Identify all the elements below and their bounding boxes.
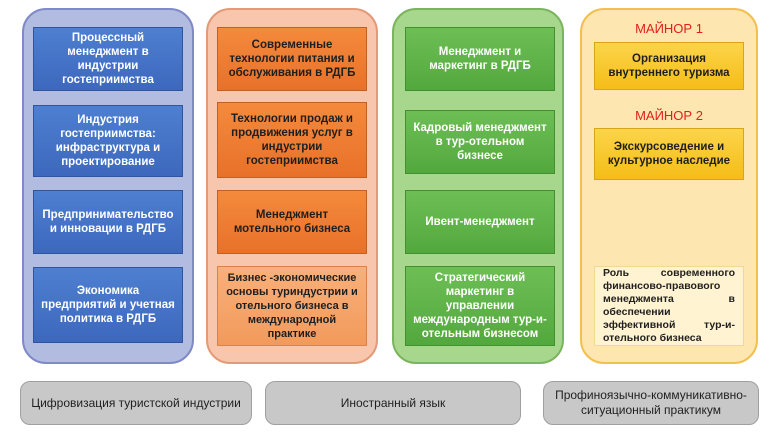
minor-1-title: МАЙНОР 1 — [635, 21, 703, 36]
course-box: Индустрия гостеприимства: инфраструктура… — [33, 105, 183, 177]
course-box: Предпринимательство и инновации в РДГБ — [33, 190, 183, 254]
course-box: Бизнес -экономические основы туриндустри… — [217, 266, 367, 346]
course-box: Стратегический маркетинг в управлении ме… — [405, 266, 555, 346]
column-2-panel: Современные технологии питания и обслужи… — [206, 8, 378, 364]
course-box: Современные технологии питания и обслужи… — [217, 27, 367, 91]
minor-1-course-box: Организация внутреннего туризма — [594, 42, 744, 90]
course-box: Технологии продаж и продвижения услуг в … — [217, 102, 367, 178]
bottom-course-pill: Цифровизация туристской индустрии — [20, 381, 252, 425]
course-box: Экономика предприятий и учетная политика… — [33, 267, 183, 343]
minor-2-course-box: Экскурсоведение и культурное наследие — [594, 128, 744, 180]
column-4-panel: МАЙНОР 1 Организация внутреннего туризма… — [580, 8, 758, 364]
minor-2-title: МАЙНОР 2 — [635, 108, 703, 123]
course-box: Процессный менеджмент в индустрии гостеп… — [33, 27, 183, 91]
note-box: Роль современного финансово-правового ме… — [594, 266, 744, 346]
column-1-panel: Процессный менеджмент в индустрии гостеп… — [22, 8, 194, 364]
course-box: Менеджмент и маркетинг в РДГБ — [405, 27, 555, 91]
course-box: Кадровый менеджмент в тур-отельном бизне… — [405, 110, 555, 174]
bottom-course-pill: Иностранный язык — [265, 381, 521, 425]
course-box: Ивент-менеджмент — [405, 190, 555, 254]
column-3-panel: Менеджмент и маркетинг в РДГБ Кадровый м… — [392, 8, 564, 364]
bottom-course-pill: Профиноязычно-коммуникативно-ситуационны… — [543, 381, 759, 425]
course-box: Менеджмент мотельного бизнеса — [217, 190, 367, 254]
